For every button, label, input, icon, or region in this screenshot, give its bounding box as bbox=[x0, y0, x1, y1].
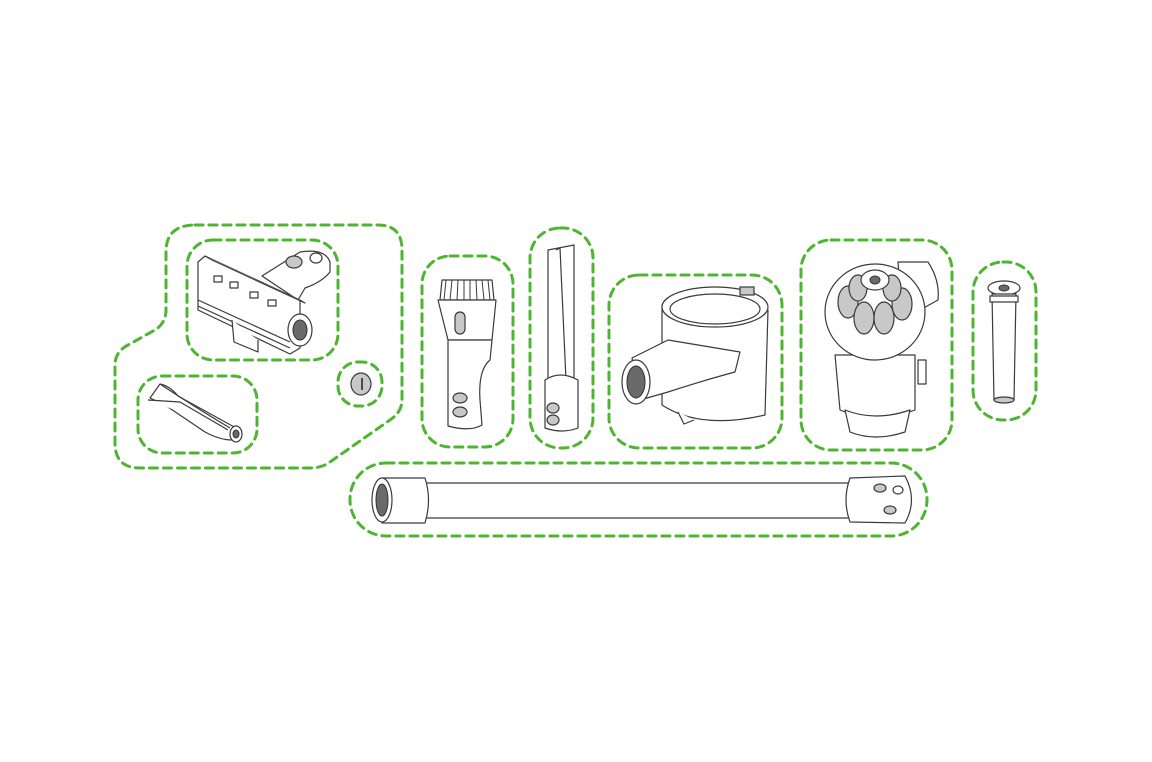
end-cap[interactable] bbox=[336, 360, 384, 408]
cyclone[interactable] bbox=[799, 238, 954, 452]
cleaner-head[interactable] bbox=[185, 238, 340, 362]
combination-tool[interactable] bbox=[420, 254, 515, 449]
clear-bin[interactable] bbox=[607, 273, 784, 450]
filter[interactable] bbox=[971, 260, 1038, 422]
brush-bar[interactable] bbox=[136, 374, 259, 455]
cleaner-head-group-zone[interactable] bbox=[113, 223, 404, 470]
wand[interactable] bbox=[348, 461, 929, 538]
crevice-tool[interactable] bbox=[528, 226, 595, 450]
